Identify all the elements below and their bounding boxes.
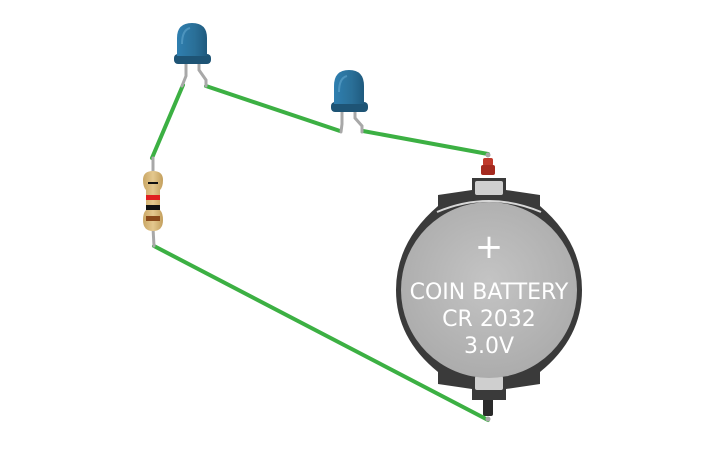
battery-bottom-clip — [475, 376, 503, 390]
wire-led1-to-resistor[interactable] — [150, 83, 185, 160]
resistor-band-3 — [146, 205, 160, 210]
resistor-band-4 — [146, 216, 160, 221]
wire-resistor-to-battery-negative[interactable] — [152, 244, 490, 422]
led-2-rim — [331, 102, 368, 112]
led-1-rim — [174, 54, 211, 64]
resistor[interactable] — [143, 156, 163, 248]
resistor-body — [143, 171, 163, 231]
battery-polarity-symbol: + — [475, 227, 504, 267]
led-2-highlight — [338, 75, 348, 93]
endpoint-battery-negative — [485, 416, 491, 422]
coin-battery[interactable]: + COIN BATTERY CR 2032 3.0V — [396, 158, 582, 416]
led-2-leads — [339, 108, 364, 134]
endpoint-battery-positive — [485, 152, 491, 158]
led-1-leads — [180, 60, 208, 88]
battery-label-line2: CR 2032 — [442, 307, 536, 332]
wire-led1-to-led2[interactable] — [204, 84, 342, 133]
led-1-highlight — [181, 27, 191, 45]
battery-positive-pin-tip — [483, 158, 493, 166]
wire-led2-to-battery-positive[interactable] — [361, 129, 490, 156]
battery-cell — [401, 202, 577, 378]
battery-label-line1: COIN BATTERY — [410, 280, 569, 305]
battery-cell-rim-highlight — [436, 200, 542, 213]
battery-top-clip — [475, 181, 503, 195]
resistor-band-1 — [148, 182, 158, 184]
wires — [150, 83, 490, 422]
battery-positive-pin-base — [481, 165, 495, 175]
battery-negative-pin — [483, 398, 493, 416]
led-1[interactable] — [174, 23, 211, 88]
battery-label-line3: 3.0V — [464, 334, 514, 359]
wire-endpoints — [485, 152, 491, 422]
led-2[interactable] — [331, 70, 368, 134]
resistor-band-2 — [146, 195, 160, 200]
resistor-lead-bottom — [151, 226, 156, 248]
